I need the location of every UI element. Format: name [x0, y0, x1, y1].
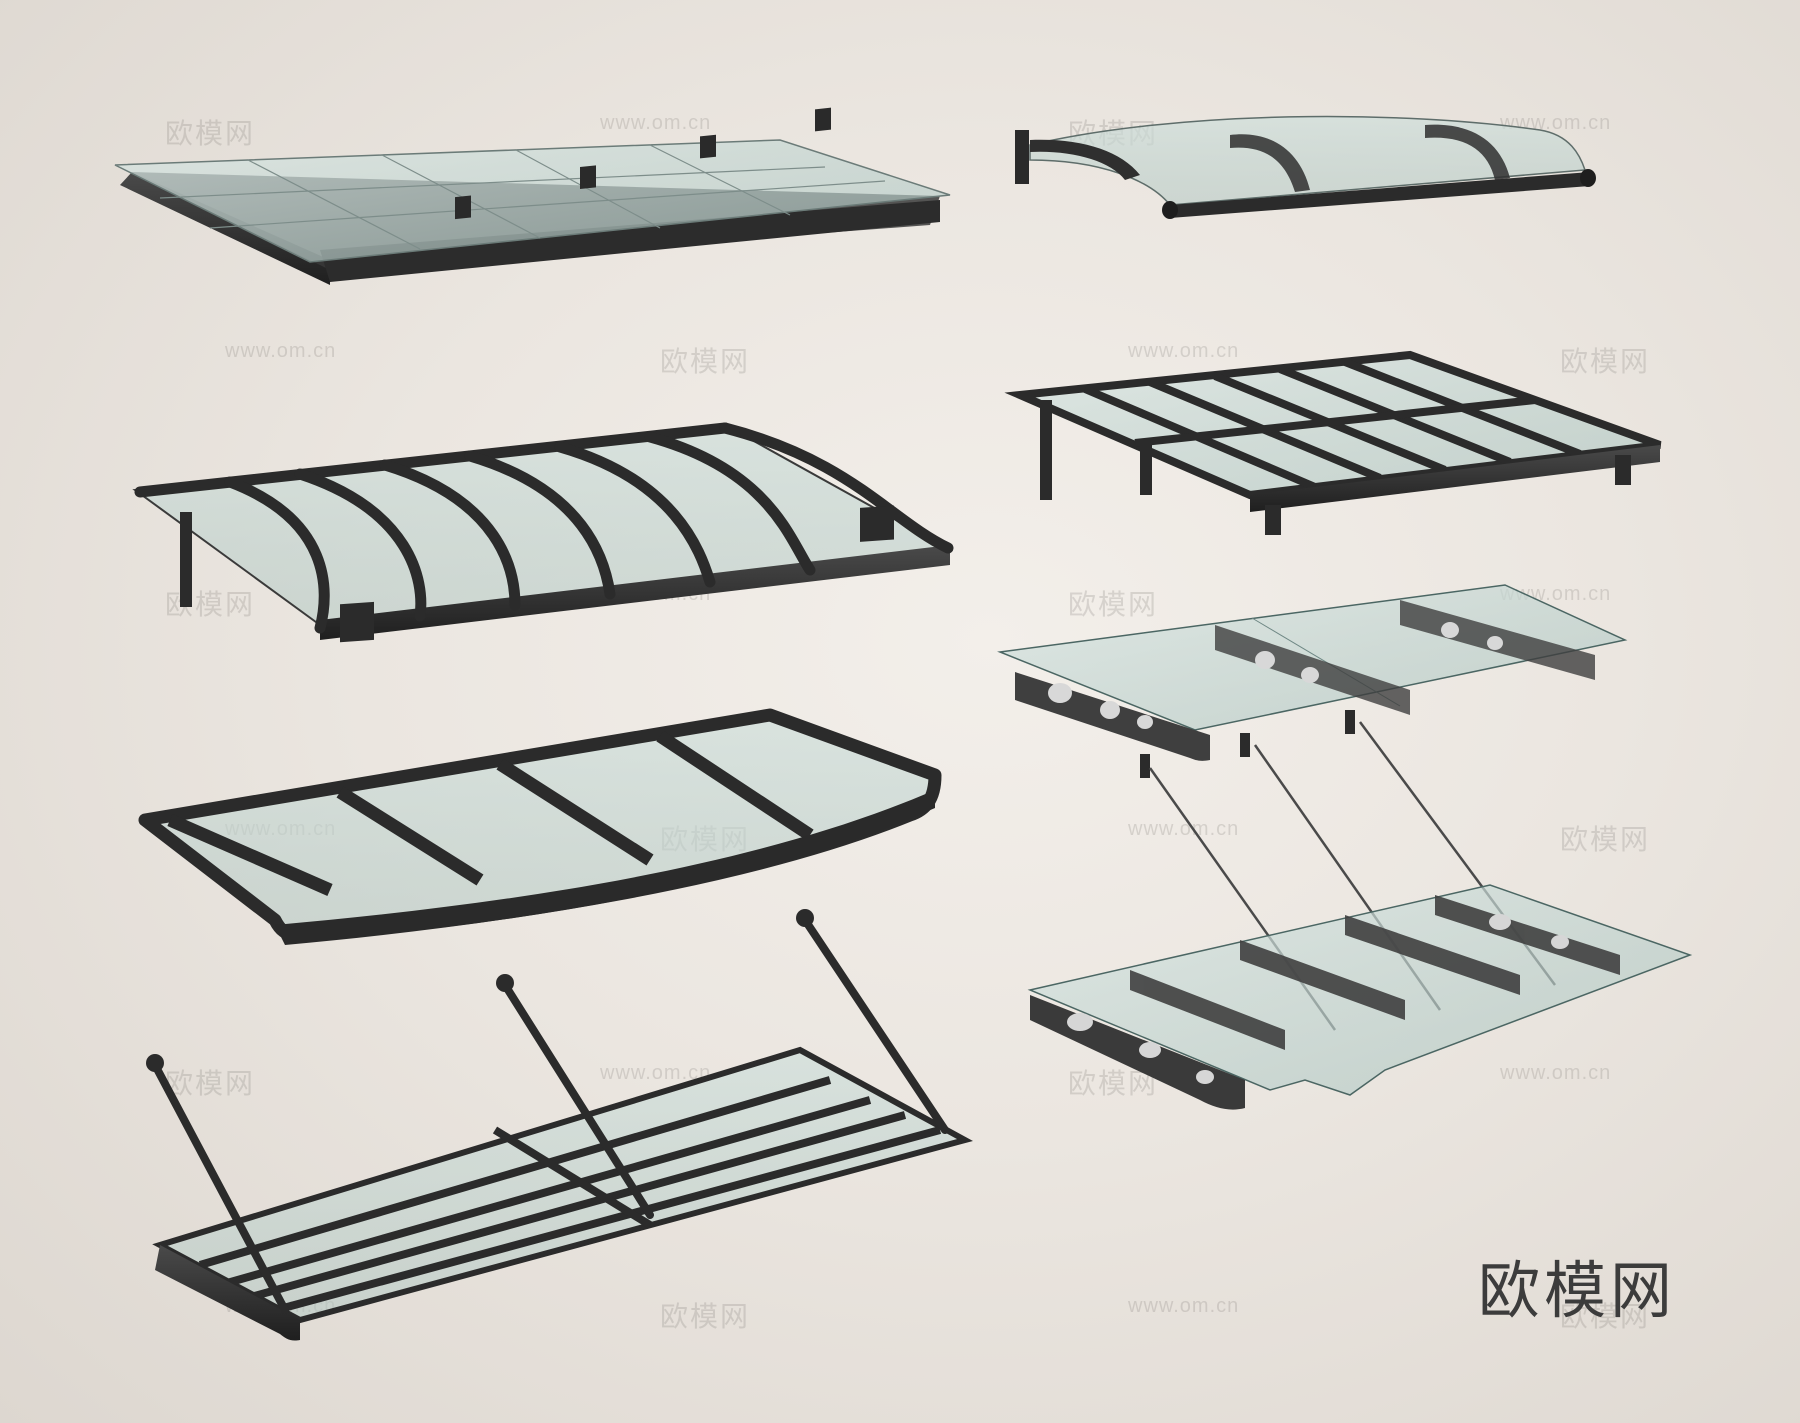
flat-glass-panel-canopy	[114, 107, 951, 285]
watermark-url: www.om.cn	[225, 340, 337, 362]
watermark-text: 欧模网	[660, 1300, 751, 1333]
watermark-text: 欧模网	[660, 345, 751, 378]
watermark-text: 欧模网	[165, 588, 256, 621]
watermark-url: www.om.cn	[1128, 818, 1240, 840]
watermark-url: www.om.cn	[1500, 1062, 1612, 1084]
watermark-url: www.om.cn	[1128, 340, 1240, 362]
watermark-text: 欧模网	[1560, 1300, 1651, 1333]
glass-canopy-with-tie-rods	[1027, 721, 1693, 1110]
flat-grid-frame-canopy	[1004, 350, 1662, 535]
watermark-text: 欧模网	[1560, 823, 1651, 856]
watermark-text: 欧模网	[165, 117, 256, 150]
watermark-text: 欧模网	[1068, 588, 1159, 621]
brand-mark: 欧模网	[1478, 1254, 1677, 1327]
watermark-text: 欧模网	[1560, 345, 1651, 378]
watermark-text: 欧模网	[1068, 1067, 1159, 1100]
curved-polycarbonate-bracket-canopy	[1015, 115, 1596, 219]
glass-canopy-with-round-hole-brackets	[997, 584, 1628, 778]
watermark-url: www.om.cn	[600, 1062, 712, 1084]
watermark-url: www.om.cn	[600, 112, 712, 134]
curved-arch-frame-canopy	[132, 422, 954, 643]
rod-supported-bar-canopy	[146, 909, 973, 1341]
watermark-text: 欧模网	[165, 1067, 256, 1100]
bowed-edge-frame-canopy	[138, 708, 942, 945]
watermark-url: www.om.cn	[1128, 1295, 1240, 1317]
